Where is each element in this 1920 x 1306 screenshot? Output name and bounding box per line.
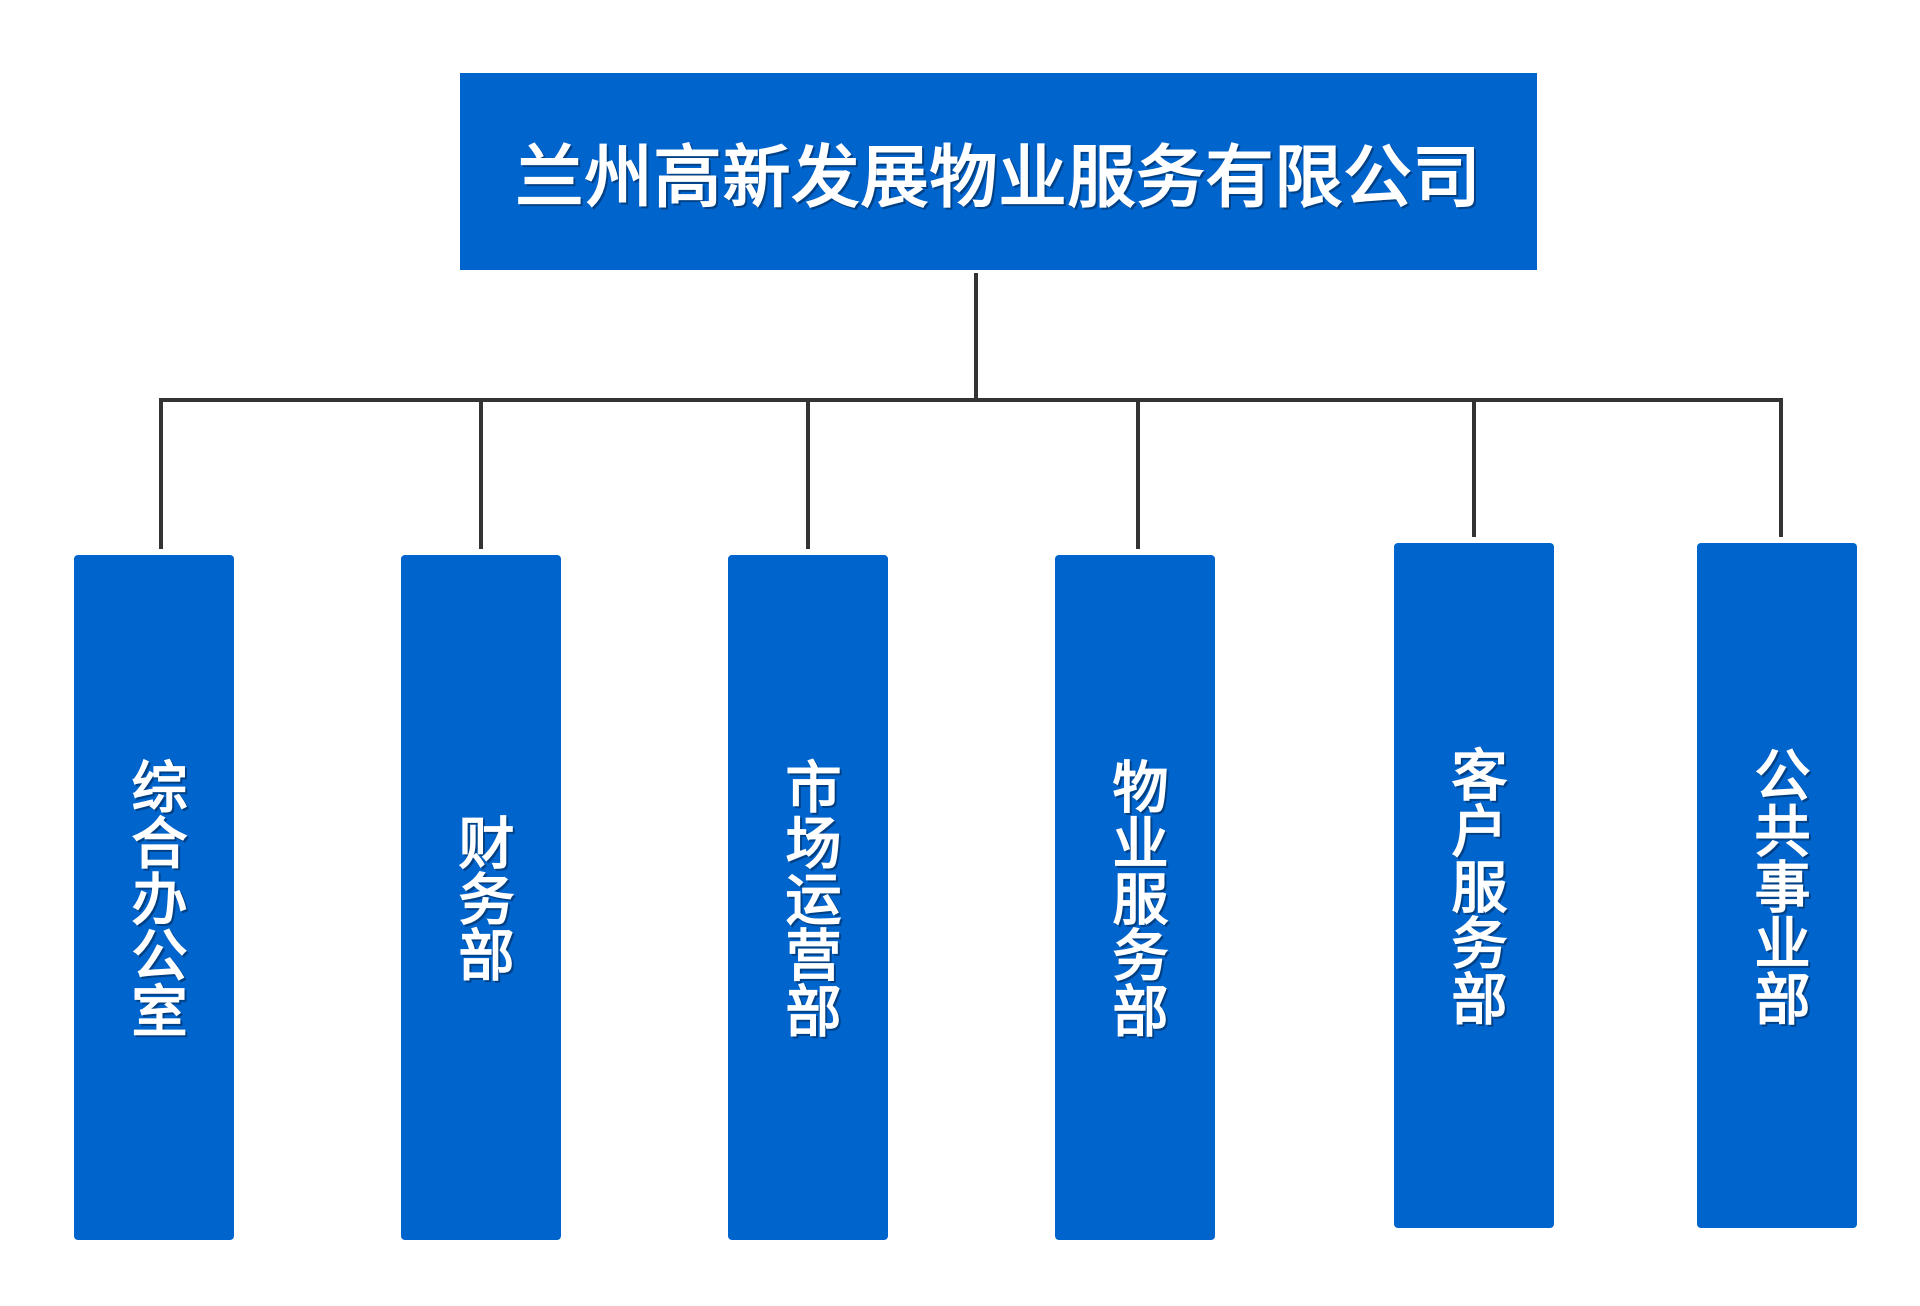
dept-node-customer-services: 客户服务部 bbox=[1394, 543, 1554, 1228]
dept-label: 公共事业部 bbox=[1745, 745, 1810, 1026]
root-node-label: 兰州高新发展物业服务有限公司 bbox=[515, 139, 1482, 218]
dept-node-finance: 财务部 bbox=[401, 555, 561, 1240]
dept-label: 财务部 bbox=[449, 813, 514, 982]
dept-label: 客户服务部 bbox=[1442, 745, 1507, 1026]
dept-label: 市场运营部 bbox=[776, 757, 841, 1038]
dept-node-general-office: 综合办公室 bbox=[74, 555, 234, 1240]
dept-label: 物业服务部 bbox=[1103, 757, 1168, 1038]
dept-node-market-operations: 市场运营部 bbox=[728, 555, 888, 1240]
root-node: 兰州高新发展物业服务有限公司 bbox=[460, 73, 1537, 270]
dept-node-property-services: 物业服务部 bbox=[1055, 555, 1215, 1240]
dept-node-public-utilities: 公共事业部 bbox=[1697, 543, 1857, 1228]
dept-label: 综合办公室 bbox=[122, 757, 187, 1038]
